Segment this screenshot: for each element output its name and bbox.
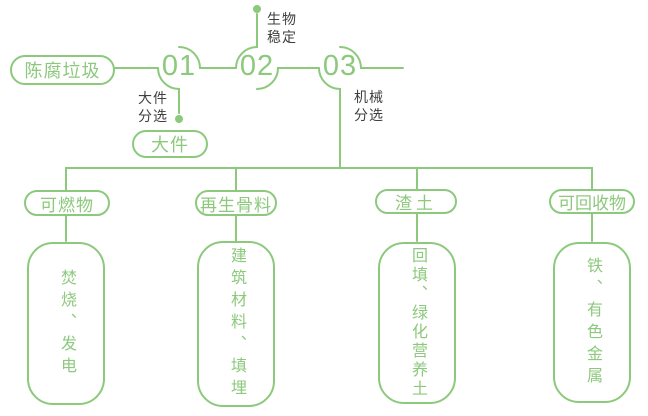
branch-pill-recyclables: 可回收物 [549, 189, 635, 214]
bio-stabilization-dot [253, 5, 261, 13]
branch-pill-recycled-aggregate: 再生骨料 [195, 190, 277, 216]
annotation-bio-stabilization: 生物 稳定 [267, 11, 297, 46]
source-pill-label: 陈腐垃圾 [24, 61, 101, 81]
node01-bottom-arc-and-bulky-drop [157, 67, 180, 114]
branch-box-recycled-aggregate-text: 建筑材料、填埋 [228, 247, 245, 401]
branch-box-combustibles-result: 焚烧、发电 [27, 242, 105, 405]
source-pill: 陈腐垃圾 [10, 55, 115, 85]
branch-bus-line [65, 167, 593, 191]
branch-pill-slag-soil-label: 渣土 [395, 194, 437, 213]
branch-box-recycled-aggregate-result: 建筑材料、填埋 [197, 241, 275, 407]
step-number-02: 02 [239, 50, 275, 83]
branch-box-slag-soil-text: 回填、绿化营养土 [409, 247, 426, 399]
annotation-mechanical-sorting: 机械 分选 [354, 89, 384, 124]
pill-to-box-connectors [65, 213, 593, 242]
branch-box-combustibles-text: 焚烧、发电 [58, 268, 75, 379]
branch-box-recyclables-text: 铁、有色金属 [584, 256, 601, 389]
branch-pill-combustibles-label: 可燃物 [40, 195, 94, 215]
node03-bottom-arc-and-main-drop [318, 67, 341, 169]
node03-top-arc-and-exit-line [339, 46, 404, 69]
bulky-branch-dot [175, 115, 183, 123]
node01-top-arc-and-line-to-02 [178, 46, 237, 69]
node02-top-arc-and-bio-riser [235, 13, 258, 69]
branch-box-recyclables-result: 铁、有色金属 [553, 242, 631, 403]
node02-bottom-arc-and-line-to-03 [256, 67, 320, 90]
bulky-output-pill: 大件 [132, 130, 208, 158]
bulky-output-label: 大件 [151, 135, 189, 155]
branch-pill-recyclables-label: 可回收物 [558, 194, 626, 213]
step-number-03: 03 [322, 50, 358, 83]
annotation-bulky-sorting: 大件 分选 [138, 90, 168, 125]
step-number-01: 01 [161, 50, 197, 83]
branch-pill-combustibles: 可燃物 [24, 190, 110, 216]
branch-box-slag-soil-result: 回填、绿化营养土 [378, 242, 456, 404]
branch-pill-recycled-aggregate-label: 再生骨料 [200, 195, 272, 215]
branch-pill-slag-soil: 渣土 [375, 189, 457, 214]
